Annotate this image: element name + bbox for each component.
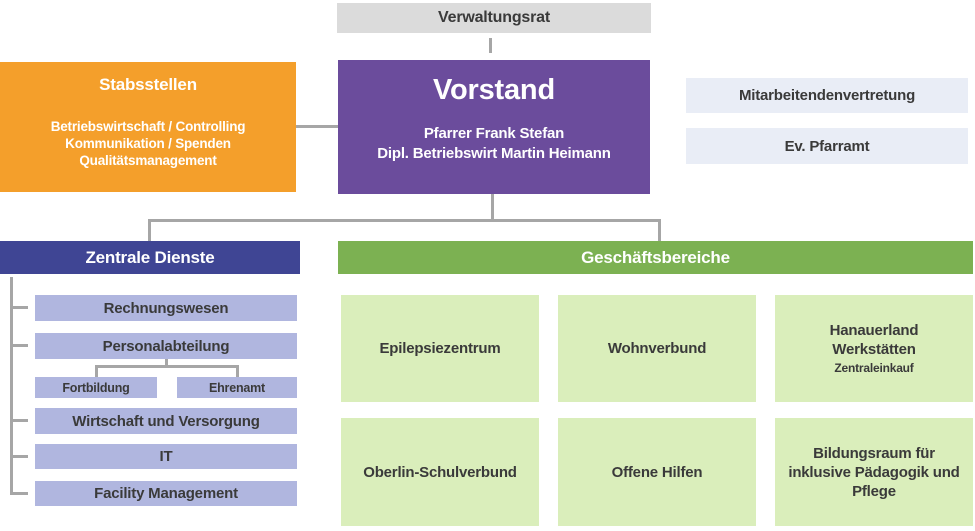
geschaeftsbereiche-header: Geschäftsbereiche: [338, 241, 973, 274]
vorstand-member: Pfarrer Frank Stefan: [423, 125, 565, 142]
connector-zd-tick-3: [10, 419, 28, 422]
stabsstellen-line: Qualitätsmanagement: [79, 153, 217, 168]
geschaeftsbereiche-title: Geschäftsbereiche: [581, 247, 730, 267]
connector-sub-drop-left: [95, 365, 98, 377]
stabsstellen-box: Stabsstellen Betriebswirtschaft / Contro…: [0, 62, 296, 192]
stabsstellen-line: Betriebswirtschaft / Controlling: [50, 119, 246, 134]
gb-cell-title: Hanauerland Werkstätten: [829, 322, 919, 358]
zd-item-label: Rechnungswesen: [103, 299, 229, 317]
connector-sub-horizontal: [95, 365, 239, 368]
stabsstellen-lines: Betriebswirtschaft / Controlling Kommuni…: [51, 118, 246, 169]
connector-main-horizontal: [148, 219, 661, 222]
verwaltungsrat-box: Verwaltungsrat: [337, 3, 651, 33]
gb-cell-hanauerland-werkstaetten: Hanauerland Werkstätten Zentraleinkauf: [775, 295, 973, 402]
gb-cell-oberlin-schulverbund: Oberlin-Schulverbund: [341, 418, 539, 526]
zentrale-dienste-header: Zentrale Dienste: [0, 241, 300, 274]
connector-verwaltungsrat-vorstand: [489, 38, 492, 53]
connector-zd-tick-4: [10, 455, 28, 458]
connector-zd-tick-2: [10, 344, 28, 347]
zd-item-label: Personalabteilung: [102, 337, 230, 355]
gb-cell-title: Offene Hilfen: [611, 463, 703, 481]
gb-cell-bildungsraum: Bildungsraum für inklusive Pädagogik und…: [775, 418, 973, 526]
verwaltungsrat-label: Verwaltungsrat: [438, 9, 550, 26]
connector-zd-tick-1: [10, 306, 28, 309]
gb-cell-epilepsiezentrum: Epilepsiezentrum: [341, 295, 539, 402]
zd-item-ehrenamt: Ehrenamt: [177, 377, 297, 398]
vorstand-members: Pfarrer Frank Stefan Dipl. Betriebswirt …: [377, 124, 611, 164]
zd-item-label: Wirtschaft und Versorgung: [72, 412, 260, 430]
stabsstellen-title: Stabsstellen: [99, 75, 197, 94]
ev-pfarramt-box: Ev. Pfarramt: [686, 128, 968, 164]
gb-cell-title: Wohnverbund: [607, 340, 707, 357]
zentrale-dienste-title: Zentrale Dienste: [85, 247, 215, 267]
zd-item-label: Facility Management: [94, 485, 238, 502]
mitarbeitendenvertretung-label: Mitarbeitendenvertretung: [738, 87, 916, 104]
connector-drop-left: [148, 219, 151, 241]
gb-cell-offene-hilfen: Offene Hilfen: [558, 418, 756, 526]
zd-item-facility-management: Facility Management: [35, 481, 297, 506]
zd-item-rechnungswesen: Rechnungswesen: [35, 295, 297, 321]
gb-cell-subtitle: Zentraleinkauf: [834, 361, 914, 375]
stabsstellen-line: Kommunikation / Spenden: [65, 136, 231, 151]
vorstand-box: Vorstand Pfarrer Frank Stefan Dipl. Betr…: [338, 60, 650, 194]
connector-vorstand-stem: [491, 194, 494, 221]
connector-stabsstellen-vorstand: [296, 125, 338, 128]
zd-subitem-label: Fortbildung: [62, 380, 130, 395]
gb-cell-title: Oberlin-Schulverbund: [363, 463, 517, 481]
gb-cell-title: Epilepsiezentrum: [379, 340, 501, 357]
vorstand-title: Vorstand: [433, 74, 555, 106]
connector-personalabteilung-stub: [165, 357, 168, 367]
zd-item-label: IT: [159, 448, 173, 465]
connector-sub-drop-right: [236, 365, 239, 377]
mitarbeitendenvertretung-box: Mitarbeitendenvertretung: [686, 78, 968, 113]
zd-item-fortbildung: Fortbildung: [35, 377, 157, 398]
vorstand-member: Dipl. Betriebswirt Martin Heimann: [377, 145, 611, 162]
gb-cell-wohnverbund: Wohnverbund: [558, 295, 756, 402]
connector-drop-right: [658, 219, 661, 241]
zd-item-personalabteilung: Personalabteilung: [35, 333, 297, 359]
ev-pfarramt-label: Ev. Pfarramt: [784, 137, 870, 155]
zd-item-it: IT: [35, 444, 297, 469]
zd-subitem-label: Ehrenamt: [208, 380, 266, 395]
zd-item-wirtschaft-und-versorgung: Wirtschaft und Versorgung: [35, 408, 297, 434]
connector-zd-spine: [10, 277, 13, 495]
gb-cell-title: Bildungsraum für inklusive Pädagogik und…: [788, 444, 960, 500]
connector-zd-tick-5: [10, 492, 28, 495]
